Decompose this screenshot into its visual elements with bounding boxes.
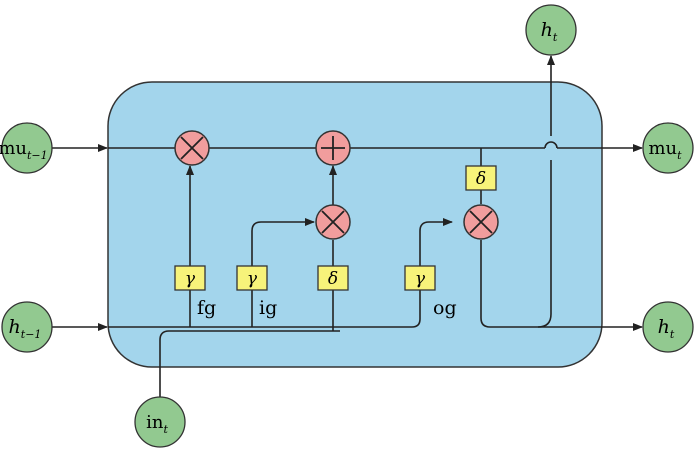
- svg-text:mut: mut: [648, 138, 682, 162]
- svg-text:ht: ht: [541, 19, 558, 44]
- out-tanh-symbol: δ: [476, 169, 486, 189]
- mu-t-base: mu: [648, 138, 677, 159]
- output-h-up-line: [537, 160, 552, 328]
- node-mu-prev: mut−1: [0, 122, 53, 174]
- ig-gate-box: γ: [236, 265, 268, 291]
- cell-state-bridge: [544, 141, 558, 149]
- mu-prev-sub: t−1: [27, 149, 48, 162]
- node-mu-t: mut: [642, 122, 694, 174]
- h-t-right-sub: t: [670, 328, 675, 341]
- ig-gate-symbol: γ: [247, 269, 258, 289]
- cand-gate-box: δ: [317, 265, 349, 291]
- mu-prev-base: mu: [0, 138, 27, 159]
- input-in-line: [159, 330, 340, 397]
- mult-op-forget: [174, 130, 210, 166]
- h-prev-sub: t−1: [21, 328, 42, 341]
- h-t-top-base: h: [541, 19, 553, 41]
- output-h-line: [480, 240, 643, 331]
- node-h-t-right: ht: [642, 301, 694, 353]
- lstm-cell-body: [107, 81, 603, 368]
- h-t-right-base: h: [658, 316, 670, 338]
- mult-op-output: [463, 204, 499, 240]
- ig-line-up: [251, 218, 315, 266]
- in-t-base: in: [146, 412, 164, 433]
- connection-lines: [50, 55, 643, 397]
- mult-op-input: [315, 204, 351, 240]
- h-prev-base: h: [9, 316, 21, 338]
- fg-gate-box: γ: [174, 265, 206, 291]
- node-h-t-top: ht: [525, 4, 577, 56]
- og-gate-box: γ: [404, 265, 436, 291]
- og-gate-symbol: γ: [415, 269, 426, 289]
- h-t-top-sub: t: [553, 31, 558, 44]
- svg-text:mut−1: mut−1: [0, 138, 48, 162]
- fg-label: fg: [197, 297, 216, 319]
- svg-text:int: int: [146, 412, 168, 436]
- svg-text:ht−1: ht−1: [9, 316, 42, 341]
- cand-gate-symbol: δ: [328, 269, 338, 289]
- node-in-t: int: [134, 396, 186, 448]
- node-h-prev: ht−1: [1, 301, 53, 353]
- add-op: [315, 130, 351, 166]
- ig-label: ig: [259, 297, 277, 319]
- fg-gate-symbol: γ: [185, 269, 196, 289]
- mu-t-sub: t: [677, 149, 682, 162]
- in-t-sub: t: [163, 423, 168, 436]
- svg-text:ht: ht: [658, 316, 675, 341]
- out-tanh-box: δ: [465, 165, 497, 191]
- og-label: og: [433, 297, 457, 319]
